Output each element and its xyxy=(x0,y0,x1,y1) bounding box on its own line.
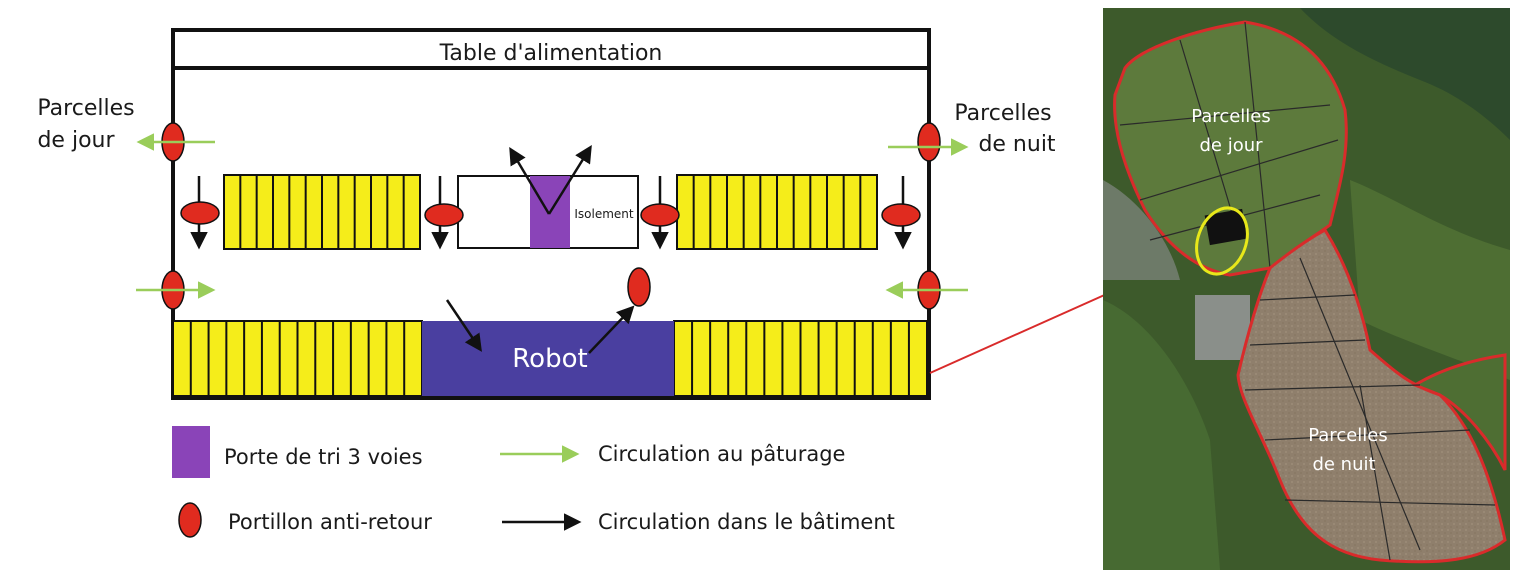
robot-exit-arrow xyxy=(588,305,635,354)
stalls-upper-left xyxy=(223,174,421,250)
map-night-paddocks xyxy=(1236,228,1507,564)
robot-label: Robot xyxy=(512,344,587,374)
map-night-field-lines xyxy=(1244,257,1496,561)
map-night-label-2: de nuit xyxy=(1312,454,1375,475)
map-barn-highlight xyxy=(1195,206,1249,276)
wall-gate-right-top xyxy=(917,122,941,162)
barn-layout: Table d'alimentation Isolement Robot xyxy=(37,28,1056,400)
anti-return-gate-3 xyxy=(640,203,680,227)
legend: Porte de tri 3 voies Portillon anti-reto… xyxy=(172,426,895,538)
legend-anti-return-swatch xyxy=(178,502,202,538)
map-forest-right xyxy=(1350,180,1510,380)
map-river xyxy=(1300,8,1510,140)
feed-table xyxy=(171,28,931,70)
robot-entry-arrow xyxy=(445,299,482,352)
anti-return-gate-2 xyxy=(424,203,464,227)
map-buildings xyxy=(1195,295,1250,360)
isolation-arrow-left xyxy=(509,146,551,215)
map-barn xyxy=(1204,208,1248,246)
legend-sort-gate-label: Porte de tri 3 voies xyxy=(224,445,423,469)
night-paddocks-label-2: de nuit xyxy=(978,132,1055,157)
legend-building-label: Circulation dans le bâtiment xyxy=(598,510,895,534)
map-day-label-1: Parcelles xyxy=(1191,106,1271,127)
legend-pasture-label: Circulation au pâturage xyxy=(598,442,845,466)
anti-return-gate-1 xyxy=(180,201,220,225)
anti-return-gate-4 xyxy=(881,203,921,227)
feed-table-label: Table d'alimentation xyxy=(439,41,663,66)
legend-anti-return-label: Portillon anti-retour xyxy=(228,510,432,534)
legend-sort-gate-swatch xyxy=(172,426,210,478)
isolation-label: Isolement xyxy=(574,207,634,221)
anti-return-gate-robot-exit xyxy=(627,267,651,307)
stalls-upper-right xyxy=(676,174,878,250)
map-village xyxy=(1103,180,1180,280)
map-forest-left xyxy=(1103,300,1220,570)
day-paddocks-label-1: Parcelles xyxy=(37,96,134,121)
day-paddocks-label-2: de jour xyxy=(37,128,115,153)
robot-zone xyxy=(422,321,674,396)
map-east-paddock xyxy=(1411,353,1507,471)
map-day-label-2: de jour xyxy=(1199,135,1263,156)
stalls-lower-left xyxy=(172,320,423,397)
isolation-arrow-right xyxy=(547,145,592,215)
map-night-label-1: Parcelles xyxy=(1308,425,1388,446)
night-paddocks-label-1: Parcelles xyxy=(954,101,1051,126)
aerial-map: Parcelles de jour Parcelles de nuit xyxy=(1103,8,1510,570)
stalls-lower-right xyxy=(673,320,928,397)
